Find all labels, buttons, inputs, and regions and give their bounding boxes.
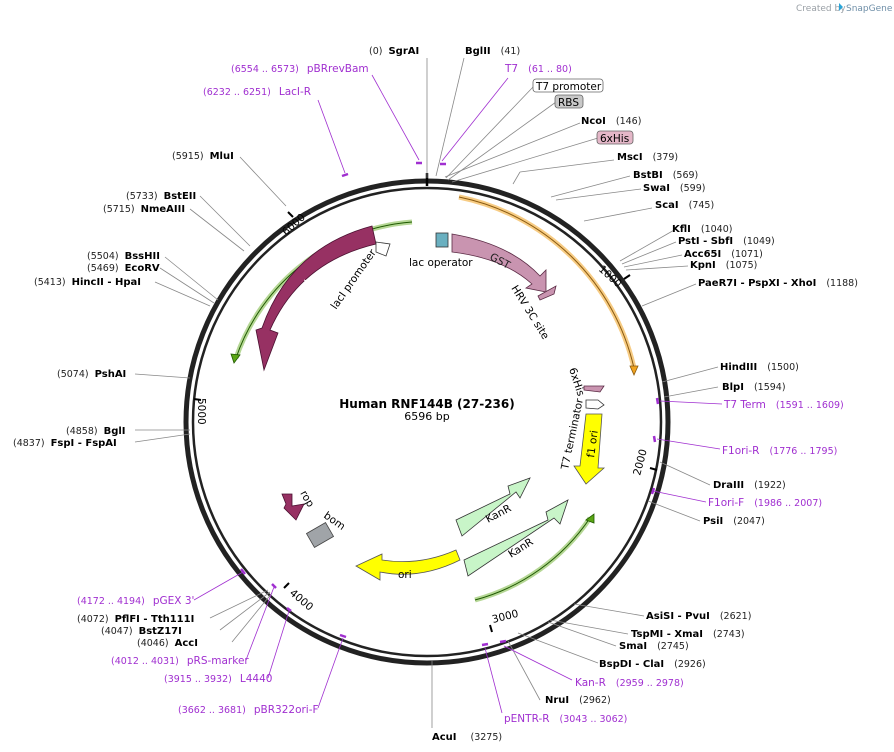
enzyme-label-sgrai: (0)SgrAI xyxy=(369,46,419,57)
boxed-feature-label: 6xHis xyxy=(600,133,629,145)
orf-arc-green-2-line xyxy=(474,517,591,601)
6xhis-inner-feature xyxy=(583,385,605,393)
primer-label-pbrrevbam: (6554 .. 6573)pBRrevBam xyxy=(231,63,369,75)
kanr-feature-1 xyxy=(455,477,531,537)
enzyme-label-acc65i: Acc65I(1071) xyxy=(684,249,763,260)
laci-feature xyxy=(255,225,377,372)
orf-arc-orange-line xyxy=(458,196,635,369)
enzyme-label-scai: ScaI(745) xyxy=(655,200,714,211)
enzyme-label-kfli: KflI(1040) xyxy=(672,224,732,235)
enzyme-label-bsteii: (5733)BstEII xyxy=(126,191,196,202)
feature-label-ori: ori xyxy=(398,569,412,581)
primer-label-pentr-r: pENTR-R(3043 .. 3062) xyxy=(504,713,627,725)
enzyme-label-xhoi: PaeR7I - PspXI - XhoI(1188) xyxy=(698,278,858,289)
enzyme-label-pshai: (5074)PshAI xyxy=(57,369,126,380)
kanr-feature-2 xyxy=(463,499,569,577)
feature-label-f1-ori: f1 ori xyxy=(585,430,601,459)
enzyme-leader-lines xyxy=(134,57,719,728)
primer-label-f1ori-f: F1ori-F(1986 .. 2007) xyxy=(708,497,822,509)
enzyme-label-ecorv: (5469)EcoRV xyxy=(87,263,160,274)
feature-label-lac-operator: lac operator xyxy=(409,257,473,269)
backbone-ring-inner xyxy=(191,186,663,658)
enzyme-label-ncoi: NcoI(146) xyxy=(581,116,641,127)
ring-ticks xyxy=(193,211,658,633)
enzyme-label-acci: (4046)AccI xyxy=(137,638,198,649)
boxed-feature-lines xyxy=(445,85,599,183)
orf-arc-green-head xyxy=(230,353,241,364)
primer-label-pgex3: (4172 .. 4194)pGEX 3' xyxy=(77,595,194,607)
primer-label-t7-term: T7 Term(1591 .. 1609) xyxy=(723,399,844,411)
t7-terminator-feature xyxy=(585,399,605,410)
enzyme-label-acui: AcuI(3275) xyxy=(432,732,502,743)
boxed-feature-label: RBS xyxy=(558,97,579,109)
enzyme-label-bgli: (4858)BglI xyxy=(66,426,126,437)
orf-arc-orange-head xyxy=(629,365,639,376)
enzyme-label-smai: SmaI(2745) xyxy=(619,641,689,652)
ori-feature xyxy=(355,549,461,581)
tick-label: 1000 xyxy=(596,263,624,290)
primer-label-kan-r: Kan-R(2959 .. 2978) xyxy=(575,677,684,689)
enzyme-label-clai: BspDI - ClaI(2926) xyxy=(599,659,706,670)
enzyme-label-bglii: BglII(41) xyxy=(465,46,520,57)
boxed-feature-label: T7 promoter xyxy=(535,81,602,93)
enzyme-label-bsshii: (5504)BssHII xyxy=(87,251,160,262)
enzyme-label-hindiii: HindIII(1500) xyxy=(720,362,799,373)
bom-feature xyxy=(305,522,335,548)
enzyme-label-psii: PsiI(2047) xyxy=(703,516,765,527)
primer-label-prs-marker: (4012 .. 4031)pRS-marker xyxy=(111,655,249,667)
tick-label: 2000 xyxy=(631,448,650,477)
enzyme-label-xmai: TspMI - XmaI(2743) xyxy=(631,629,745,640)
primer-label-pbr322ori-f: (3662 .. 3681)pBR322ori-F xyxy=(178,704,319,716)
plasmid-length: 6596 bp xyxy=(404,410,449,423)
enzyme-label-tth111i: (4072)PflFI - Tth111I xyxy=(77,614,194,625)
primer-leader-lines xyxy=(193,74,723,714)
credit-brand: SnapGene xyxy=(846,4,893,14)
enzyme-label-msci: MscI(379) xyxy=(617,152,678,163)
f1-ori-feature xyxy=(573,413,606,485)
enzyme-label-swai: SwaI(599) xyxy=(643,183,705,194)
primer-label-laci-r: (6232 .. 6251)LacI-R xyxy=(203,86,311,98)
enzyme-label-bstz17i: (4047)BstZ17I xyxy=(101,626,182,637)
snapgene-credit: Created by SnapGene xyxy=(796,3,893,14)
enzyme-label-psti-sbfi: PstI - SbfI(1049) xyxy=(678,236,775,247)
boxed-feature-6xhis: 6xHis xyxy=(596,130,634,145)
primer-label-f1ori-r: F1ori-R(1776 .. 1795) xyxy=(722,445,837,457)
hrv-3c-site-feature xyxy=(537,285,557,301)
laci-promoter-feature xyxy=(375,241,391,257)
primer-marks xyxy=(240,161,660,647)
feature-label-6xhis-inner: 6xHis xyxy=(566,366,586,397)
enzyme-label-draiii: DraIII(1922) xyxy=(713,480,786,491)
tick-label: 3000 xyxy=(491,608,520,626)
tick-label: 5000 xyxy=(195,398,207,425)
tick-label: 4000 xyxy=(287,587,315,613)
enzyme-label-nrui: NruI(2962) xyxy=(545,695,611,706)
enzyme-label-nmeaiii: (5715)NmeAIII xyxy=(103,204,185,215)
orf-arc-green-2-head xyxy=(585,513,595,524)
rop-feature xyxy=(281,493,305,521)
enzyme-label-fspai: (4837)FspI - FspAI xyxy=(13,438,117,449)
enzyme-label-pvui: AsiSI - PvuI(2621) xyxy=(646,611,751,622)
enzyme-label-bstbi: BstBI(569) xyxy=(633,170,698,181)
enzyme-label-kpni: KpnI(1075) xyxy=(690,260,757,271)
primer-label-t7: T7(61 .. 80) xyxy=(504,63,572,75)
credit-text: Created by xyxy=(796,4,846,14)
plasmid-title: Human RNF144B (27-236) xyxy=(339,397,514,411)
primer-label-l4440: (3915 .. 3932)L4440 xyxy=(164,673,272,685)
snapgene-logo-icon xyxy=(839,3,843,11)
boxed-feature-t7-promoter: T7 promoter xyxy=(532,78,604,93)
boxed-feature-rbs: RBS xyxy=(554,94,584,109)
enzyme-label-blpi: BlpI(1594) xyxy=(722,382,786,393)
lac-operator-feature xyxy=(435,232,449,248)
enzyme-label-mlui: (5915)MluI xyxy=(172,151,234,162)
enzyme-label-hpai: (5413)HincII - HpaI xyxy=(34,277,141,288)
